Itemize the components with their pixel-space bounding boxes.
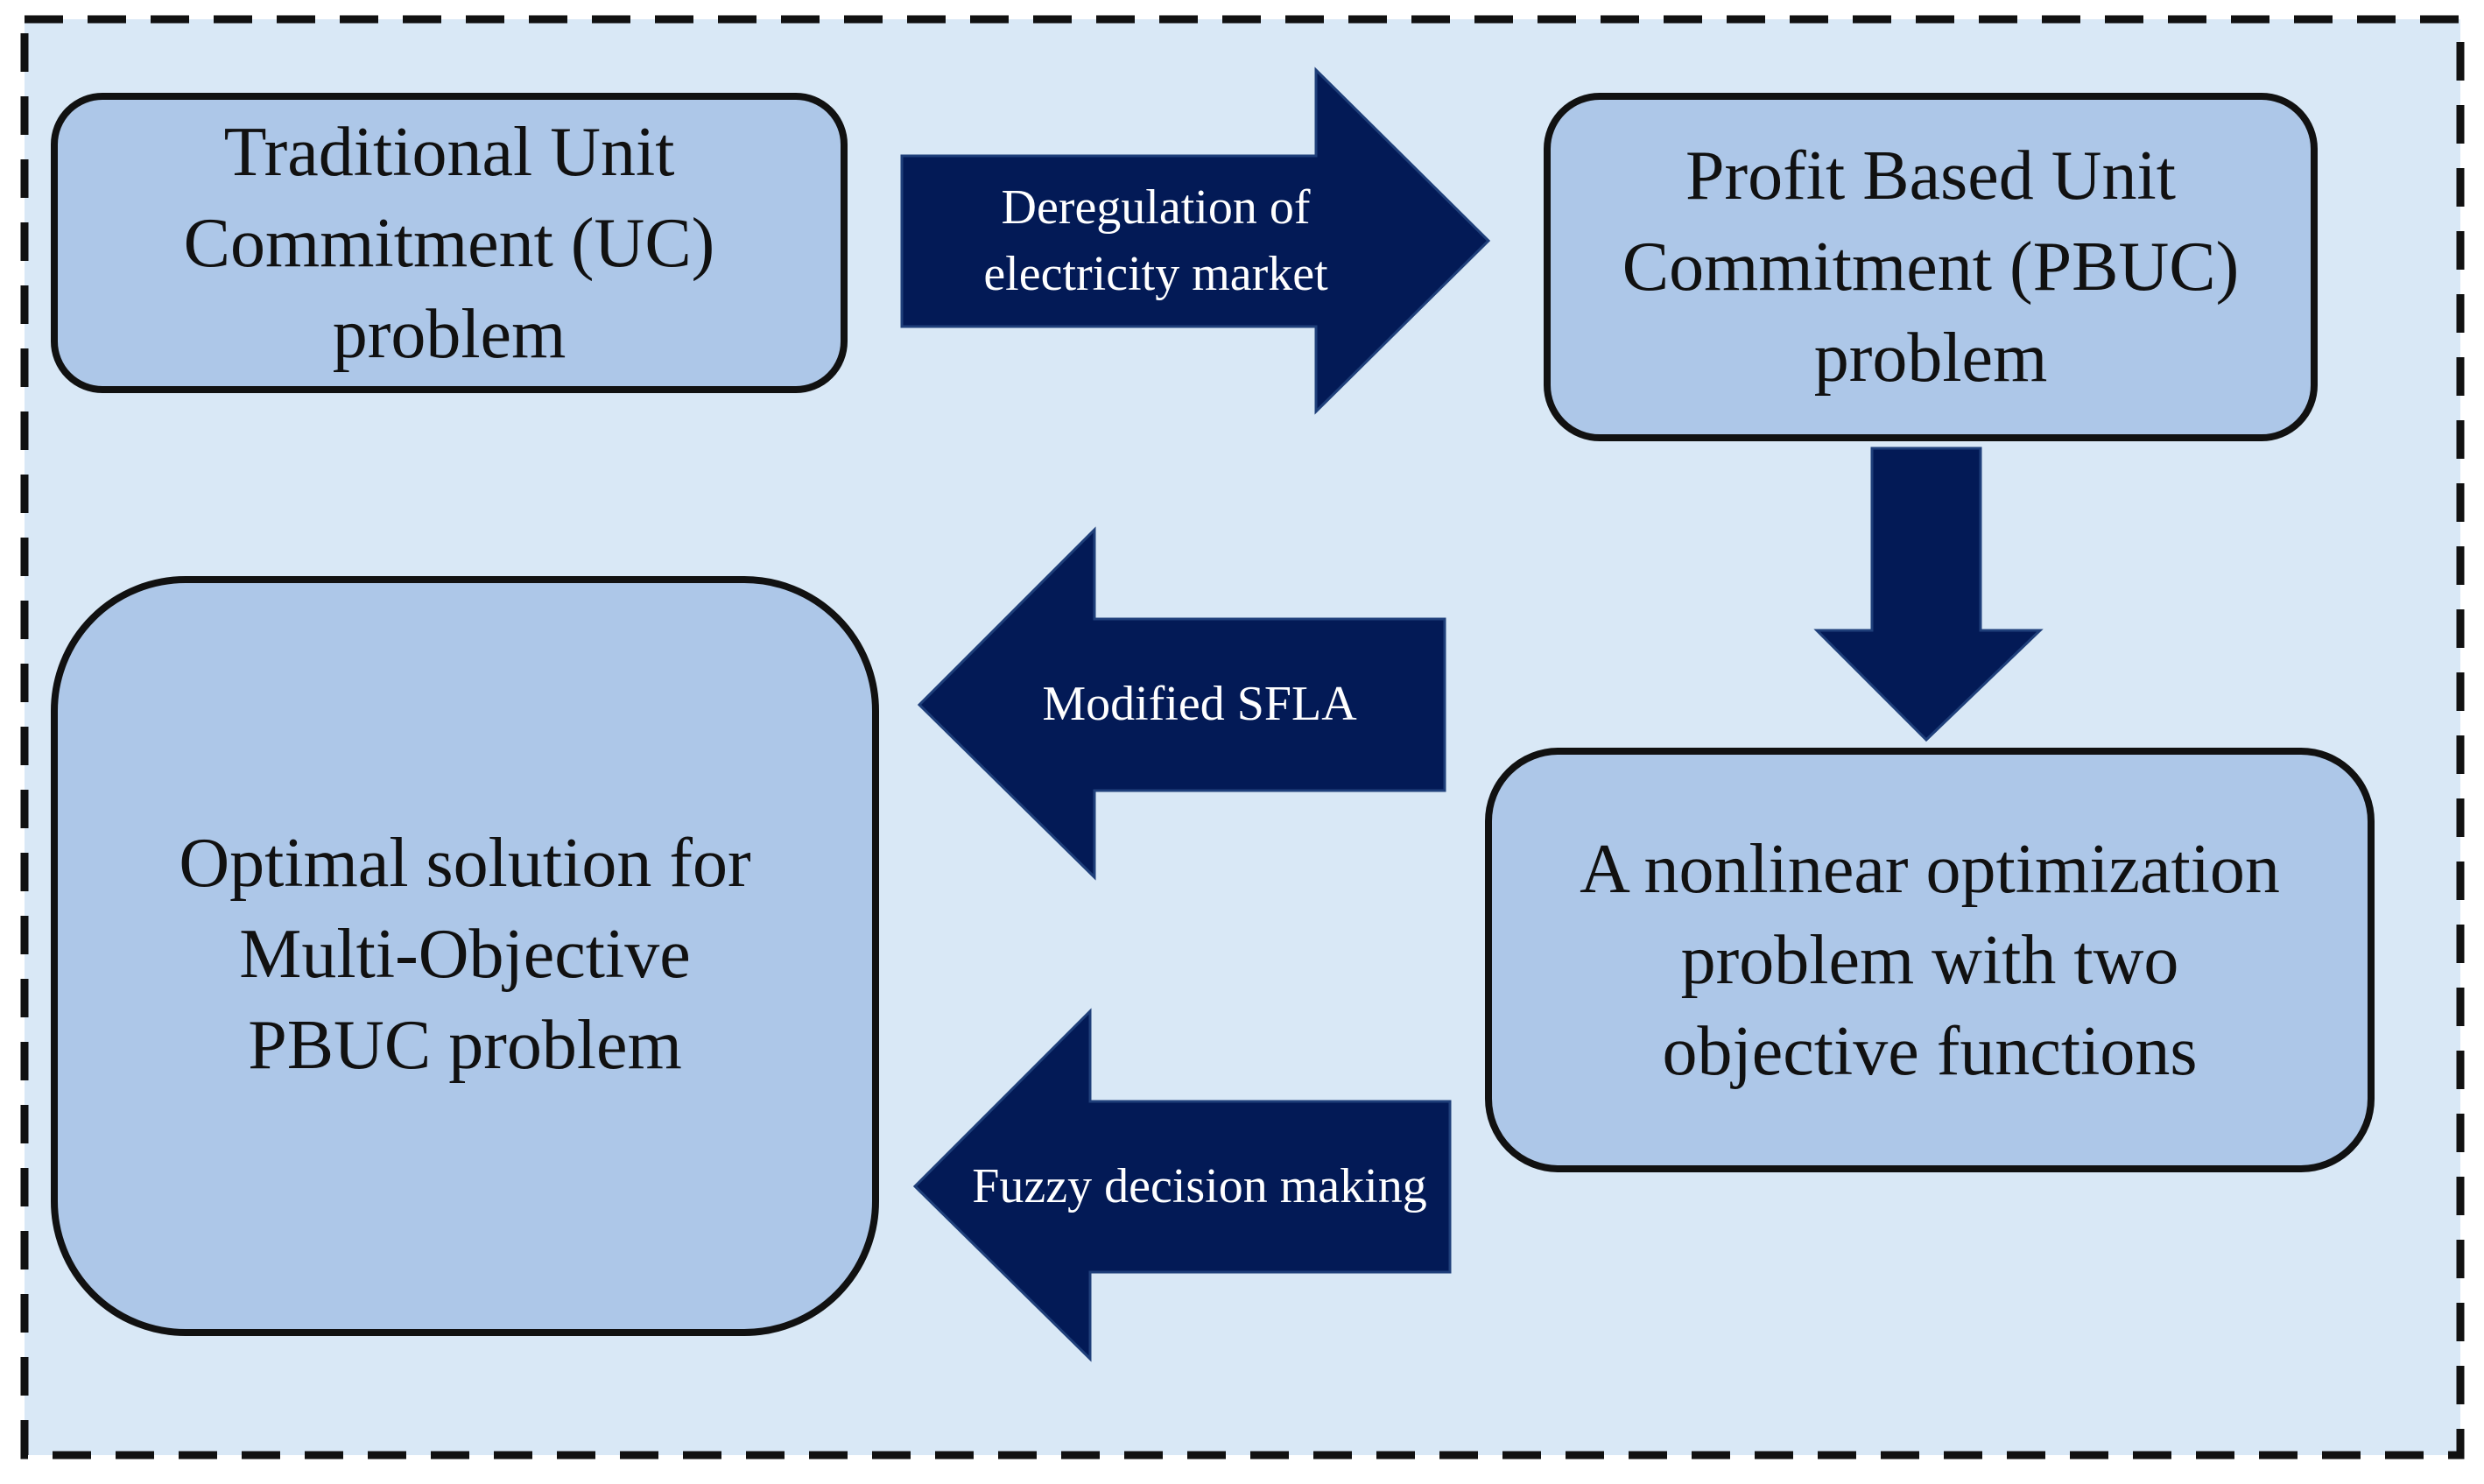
optimal-line-2: Multi-Objective: [239, 916, 691, 993]
pbuc-line-2: Commitment (PBUC): [1622, 229, 2240, 306]
optimal-line-3: PBUC problem: [248, 1007, 682, 1084]
pbuc-label: Profit Based Unit Commitment (PBUC) prob…: [1547, 96, 2314, 438]
traditional-uc-line-3: problem: [332, 295, 566, 373]
arrow-modified-sfla: [917, 526, 1446, 881]
arrow-fuzzy-decision: [912, 1008, 1452, 1362]
pbuc-line-1: Profit Based Unit: [1685, 137, 2176, 215]
pbuc-line-3: problem: [1813, 320, 2048, 397]
nonlinear-label: A nonlinear optimization problem with tw…: [1488, 751, 2371, 1169]
fuzzy-decision-label: Fuzzy decision making: [928, 1101, 1471, 1272]
traditional-uc-line-2: Commitment (UC): [183, 204, 715, 282]
box-pbuc: [1544, 93, 2318, 441]
modified-sfla-line-1: Modified SFLA: [1042, 677, 1357, 732]
deregulation-label: Deregulation of electricity market: [902, 156, 1410, 327]
arrow-deregulation: [900, 67, 1491, 415]
box-traditional-uc: [51, 93, 848, 393]
optimal-line-1: Optimal solution for: [179, 825, 751, 902]
nonlinear-line-3: objective functions: [1662, 1012, 2198, 1090]
deregulation-line-1: Deregulation of: [1001, 179, 1311, 235]
traditional-uc-label: Traditional Unit Commitment (UC) problem: [54, 96, 844, 390]
nonlinear-line-2: problem with two: [1680, 921, 2179, 999]
traditional-uc-line-1: Traditional Unit: [223, 113, 675, 191]
nonlinear-line-1: A nonlinear optimization: [1580, 830, 2280, 908]
optimal-solution-label: Optimal solution for Multi-Objective PBU…: [54, 770, 876, 1138]
fuzzy-decision-line-1: Fuzzy decision making: [972, 1158, 1427, 1213]
modified-sfla-label: Modified SFLA: [981, 619, 1418, 791]
box-nonlinear: [1485, 748, 2375, 1172]
deregulation-line-2: electricity market: [983, 246, 1328, 301]
box-optimal-solution: [51, 576, 879, 1336]
arrow-down: [1813, 447, 2044, 742]
